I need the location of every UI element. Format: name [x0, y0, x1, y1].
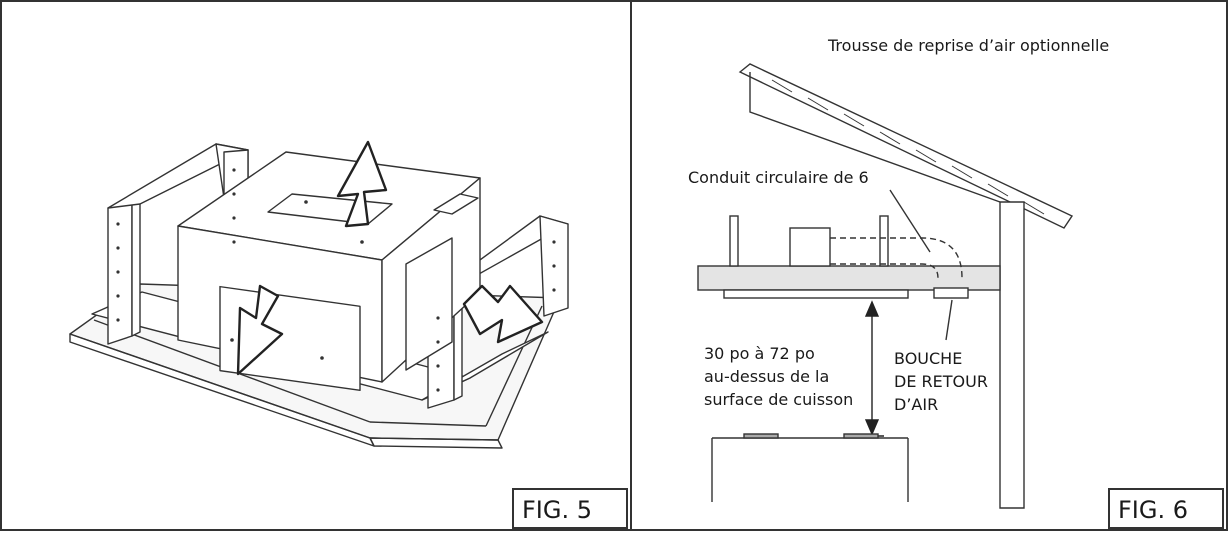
fig6-title: Trousse de reprise d’air optionnelle [828, 36, 1110, 55]
duct-label: Conduit circulaire de 6 [688, 168, 869, 187]
hood-box [177, 151, 481, 392]
fig6-illustration [697, 63, 1074, 509]
duct-leader [889, 189, 931, 253]
rivets [116, 168, 556, 392]
roof-shingles [771, 79, 1045, 215]
fig5-label: FIG. 5 [512, 488, 628, 529]
vent-label-line-3: D’AIR [894, 395, 939, 414]
roof [738, 63, 1074, 229]
fig5-panel: FIG. 5 [0, 0, 632, 531]
return-air-vent [933, 287, 969, 299]
vent-label-line-1: BOUCHE [894, 349, 963, 368]
fig6-label: FIG. 6 [1108, 488, 1224, 529]
circular-duct [830, 237, 963, 279]
fig5-illustration [69, 140, 569, 449]
hood-unit [723, 215, 909, 299]
height-label-line-1: 30 po à 72 po [704, 344, 815, 363]
vent-leader [945, 299, 953, 341]
arrow-down-left [236, 284, 284, 376]
vent-label-line-2: DE RETOUR [894, 372, 988, 391]
height-label-line-2: au-dessus de la [704, 367, 830, 386]
height-dimension [860, 300, 884, 437]
arrow-right [462, 284, 544, 344]
wall-column [999, 201, 1025, 509]
fig6-panel: Trousse de reprise d’air optionnelle Con… [630, 0, 1228, 531]
height-label-line-3: surface de cuisson [704, 390, 854, 409]
arrow-up [336, 140, 388, 228]
ceiling [697, 265, 1001, 291]
cooktop [711, 433, 909, 502]
